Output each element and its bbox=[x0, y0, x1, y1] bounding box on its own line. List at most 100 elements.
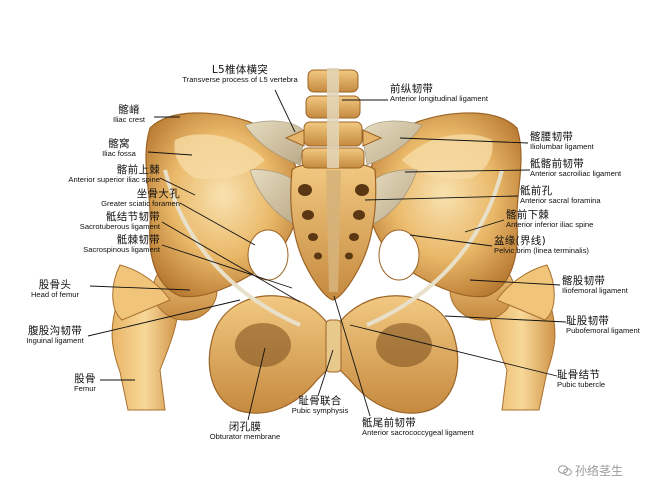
label-iliofemoral-zh: 髂股韧带 bbox=[562, 275, 606, 287]
label-l5: L5椎体横突 Transverse process of L5 vertebra bbox=[150, 64, 330, 85]
leader-head-femur bbox=[89, 285, 191, 291]
sacrum bbox=[290, 161, 377, 301]
leader-pubic-tubercle bbox=[349, 324, 558, 377]
label-l5-en: Transverse process of L5 vertebra bbox=[182, 75, 298, 85]
label-aiis: 髂前下棘 Anterior inferior iliac spine bbox=[506, 209, 594, 230]
label-pubic-symphysis-en: Pubic symphysis bbox=[291, 406, 349, 416]
leader-pubofemoral bbox=[444, 315, 567, 323]
right-inguinal-ligament-band bbox=[163, 169, 301, 327]
label-gsf-en: Greater sciatic foramen bbox=[101, 199, 180, 209]
leader-pelvic-brim bbox=[409, 234, 493, 247]
label-inguinal: 腹股沟韧带 Inguinal ligament bbox=[15, 325, 95, 346]
right-obturator-membrane bbox=[235, 323, 291, 367]
label-pelvic-brim-zh: 盆缘(界线) bbox=[494, 235, 546, 247]
label-head-femur-zh: 股骨头 bbox=[38, 279, 72, 291]
label-sacrotuberous-en: Sacrotuberous ligament bbox=[79, 222, 160, 232]
label-obturator-en: Obturator membrane bbox=[209, 432, 281, 442]
label-inguinal-en: Inguinal ligament bbox=[26, 336, 84, 346]
label-iliac-fossa: 髂窝 Iliac fossa bbox=[90, 138, 148, 159]
leader-iliolumbar bbox=[399, 137, 529, 144]
sacral-foramina bbox=[298, 184, 369, 260]
label-ant-sacrococcygeal-zh: 骶尾前韧带 bbox=[362, 417, 416, 429]
label-sacrotuberous: 骶结节韧带 Sacrotuberous ligament bbox=[40, 211, 160, 232]
label-head-femur: 股骨头 Head of femur bbox=[20, 279, 90, 300]
label-pubofemoral: 耻股韧带 Pubofemoral ligament bbox=[566, 315, 640, 336]
label-l5-zh: L5椎体横突 bbox=[211, 64, 269, 76]
left-greater-sciatic-foramen bbox=[378, 229, 420, 281]
pubic-arch bbox=[208, 295, 459, 414]
label-asis: 髂前上棘 Anterior superior iliac spine bbox=[20, 164, 160, 185]
label-gsf: 坐骨大孔 Greater sciatic foramen bbox=[50, 188, 180, 209]
label-gsf-zh: 坐骨大孔 bbox=[136, 188, 180, 200]
label-iliac-crest-zh: 髂嵴 bbox=[118, 104, 140, 116]
label-femur-zh: 股骨 bbox=[74, 373, 96, 385]
label-pubic-symphysis-zh: 耻骨联合 bbox=[298, 395, 342, 407]
leader-pubic-symphysis bbox=[317, 349, 334, 397]
leader-obturator bbox=[247, 347, 266, 421]
label-asis-en: Anterior superior iliac spine bbox=[68, 175, 160, 185]
l5-transverse-process-left bbox=[362, 129, 383, 147]
label-pubofemoral-en: Pubofemoral ligament bbox=[566, 326, 640, 336]
label-obturator: 闭孔膜 Obturator membrane bbox=[190, 421, 300, 442]
label-ant-long-zh: 前纵韧带 bbox=[390, 83, 434, 95]
leader-asis bbox=[159, 177, 196, 196]
label-iliolumbar-zh: 髂腰韧带 bbox=[530, 131, 574, 143]
label-pubic-symphysis: 耻骨联合 Pubic symphysis bbox=[270, 395, 370, 416]
label-aiis-zh: 髂前下棘 bbox=[506, 209, 550, 221]
label-iliac-crest: 髂嵴 Iliac crest bbox=[100, 104, 158, 125]
label-iliolumbar: 髂腰韧带 Iliolumbar ligament bbox=[530, 131, 594, 152]
label-pelvic-brim: 盆缘(界线) Pelvic brim (linea terminalis) bbox=[494, 235, 589, 256]
anterior-longitudinal-ligament-band bbox=[327, 68, 339, 168]
leader-gsf bbox=[179, 202, 256, 246]
label-femur: 股骨 Femur bbox=[60, 373, 110, 394]
right-greater-sciatic-foramen bbox=[247, 229, 289, 281]
label-ant-sacrococcygeal: 骶尾前韧带 Anterior sacrococcygeal ligament bbox=[362, 417, 492, 438]
label-iliofemoral-en: Iliofemoral ligament bbox=[562, 286, 628, 296]
label-obturator-zh: 闭孔膜 bbox=[228, 421, 262, 433]
label-pelvic-brim-en: Pelvic brim (linea terminalis) bbox=[494, 246, 589, 256]
label-ant-sacral-foramina-zh: 骶前孔 bbox=[520, 185, 553, 197]
label-sacrospinous-zh: 骶棘韧带 bbox=[116, 234, 160, 246]
label-femur-en: Femur bbox=[74, 384, 96, 394]
label-aiis-en: Anterior inferior iliac spine bbox=[506, 220, 594, 230]
label-iliac-fossa-en: Iliac fossa bbox=[102, 149, 136, 159]
label-pubic-tubercle: 耻骨结节 Pubic tubercle bbox=[557, 369, 606, 390]
label-sacrotuberous-zh: 骶结节韧带 bbox=[106, 211, 160, 223]
label-sacrospinous: 骶棘韧带 Sacrospinous ligament bbox=[40, 234, 160, 255]
label-ant-long: 前纵韧带 Anterior longitudinal ligament bbox=[390, 83, 488, 104]
label-ant-sacral-foramina-en: Anterior sacral foramina bbox=[520, 196, 601, 206]
leader-lines bbox=[87, 89, 567, 421]
label-iliac-fossa-zh: 髂窝 bbox=[108, 138, 130, 150]
watermark-text: 孙络茎生 bbox=[575, 464, 624, 478]
leader-aiis bbox=[464, 219, 505, 233]
label-ant-sacroiliac-zh: 骶髂前韧带 bbox=[530, 158, 584, 170]
leader-inguinal bbox=[87, 299, 241, 337]
leader-ant-sacroiliac bbox=[404, 169, 531, 173]
label-sacrospinous-en: Sacrospinous ligament bbox=[83, 245, 160, 255]
leader-sacrospinous bbox=[161, 244, 293, 289]
leader-ant-sacral-foramina bbox=[364, 195, 519, 201]
label-head-femur-en: Head of femur bbox=[30, 290, 80, 300]
lumbar-spine bbox=[284, 68, 383, 169]
left-inguinal-ligament-band bbox=[366, 169, 504, 327]
label-ant-sacroiliac-en: Anterior sacroiliac ligament bbox=[530, 169, 622, 179]
label-ant-sacrococcygeal-en: Anterior sacrococcygeal ligament bbox=[362, 428, 474, 438]
leader-iliac-fossa bbox=[147, 151, 193, 156]
leader-l5 bbox=[274, 89, 296, 133]
label-pubic-tubercle-zh: 耻骨结节 bbox=[557, 369, 601, 381]
label-iliac-crest-en: Iliac crest bbox=[112, 115, 146, 125]
label-pubic-tubercle-en: Pubic tubercle bbox=[557, 380, 606, 390]
label-pubofemoral-zh: 耻股韧带 bbox=[566, 315, 610, 327]
leader-sacrotuberous bbox=[161, 221, 301, 303]
iliolumbar-ligaments bbox=[244, 120, 423, 226]
label-iliolumbar-en: Iliolumbar ligament bbox=[530, 142, 594, 152]
label-iliofemoral: 髂股韧带 Iliofemoral ligament bbox=[562, 275, 628, 296]
leader-ant-sacrococcygeal bbox=[333, 295, 371, 417]
label-ant-sacroiliac: 骶髂前韧带 Anterior sacroiliac ligament bbox=[530, 158, 622, 179]
label-ant-sacral-foramina: 骶前孔 Anterior sacral foramina bbox=[520, 185, 601, 206]
leader-iliofemoral bbox=[469, 279, 561, 286]
label-ant-long-en: Anterior longitudinal ligament bbox=[390, 94, 488, 104]
watermark: 孙络茎生 bbox=[558, 462, 623, 479]
